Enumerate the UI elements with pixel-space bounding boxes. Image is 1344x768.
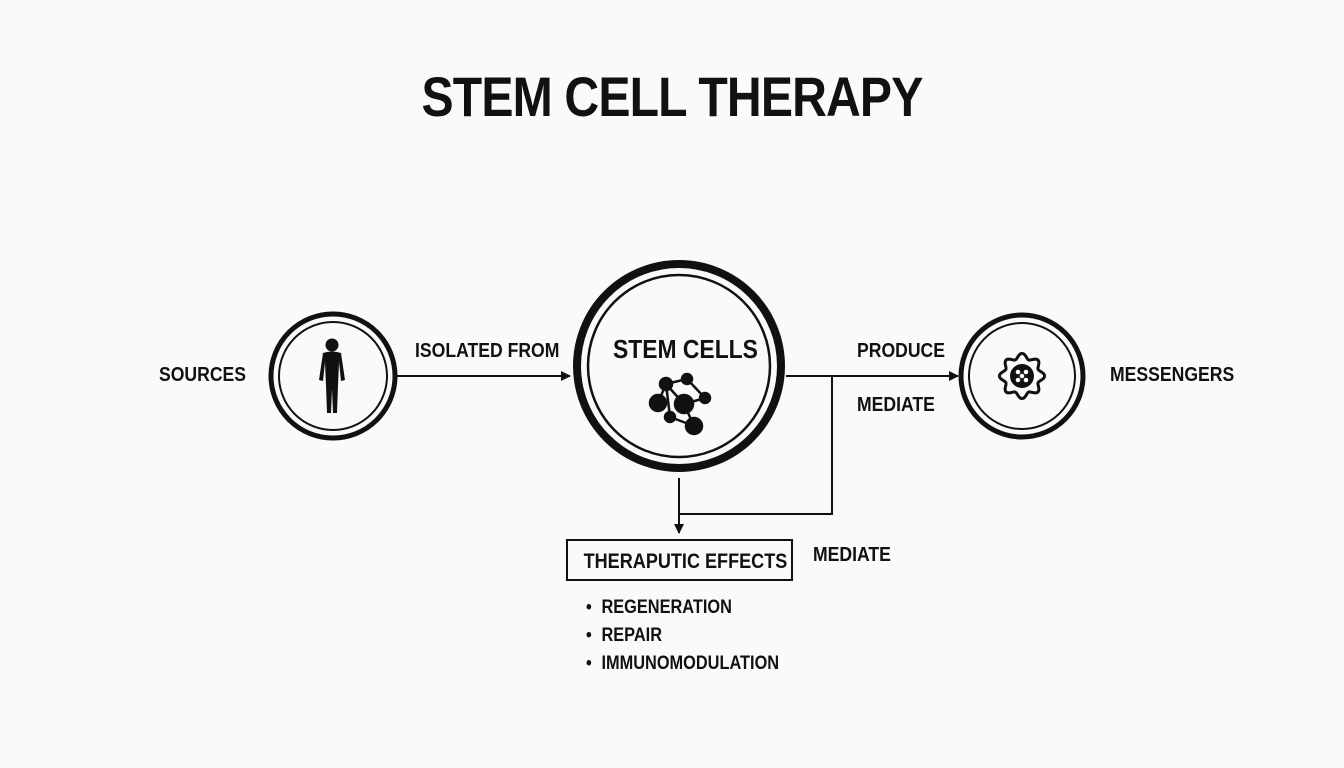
messengers-node: [958, 312, 1086, 440]
human-figure-icon: [319, 338, 345, 413]
mediate-upper-label: MEDIATE: [857, 394, 935, 416]
effect-item-label: REGENERATION: [601, 597, 732, 618]
stem-cells-node: [573, 260, 785, 472]
therapeutic-effects-box: THERAPUTIC EFFECTS: [566, 539, 793, 581]
sources-node: [268, 311, 398, 441]
effect-item-label: IMMUNOMODULATION: [601, 653, 780, 674]
effects-list: • REGENERATION • REPAIR • IMMUNOMODULATION: [586, 594, 811, 678]
isolated-from-label: ISOLATED FROM: [415, 340, 560, 362]
list-item: • REGENERATION: [586, 594, 779, 622]
list-item: • REPAIR: [586, 622, 779, 650]
list-item: • IMMUNOMODULATION: [586, 650, 779, 678]
molecule-icon: [648, 372, 712, 436]
messengers-label: MESSENGERS: [1110, 364, 1235, 386]
produce-label: PRODUCE: [857, 340, 946, 362]
mediate-connector: [679, 376, 833, 515]
effect-item-label: REPAIR: [601, 625, 663, 646]
therapeutic-effects-title: THERAPUTIC EFFECTS: [583, 550, 788, 573]
sources-label: SOURCES: [159, 364, 247, 386]
bullet-icon: •: [586, 653, 592, 674]
stem-cells-label: STEM CELLS: [613, 334, 758, 364]
bullet-icon: •: [586, 597, 592, 618]
bullet-icon: •: [586, 625, 592, 646]
cell-icon: [997, 351, 1047, 401]
diagram-title: STEM CELL THERAPY: [421, 65, 924, 128]
mediate-lower-label: MEDIATE: [813, 544, 891, 566]
